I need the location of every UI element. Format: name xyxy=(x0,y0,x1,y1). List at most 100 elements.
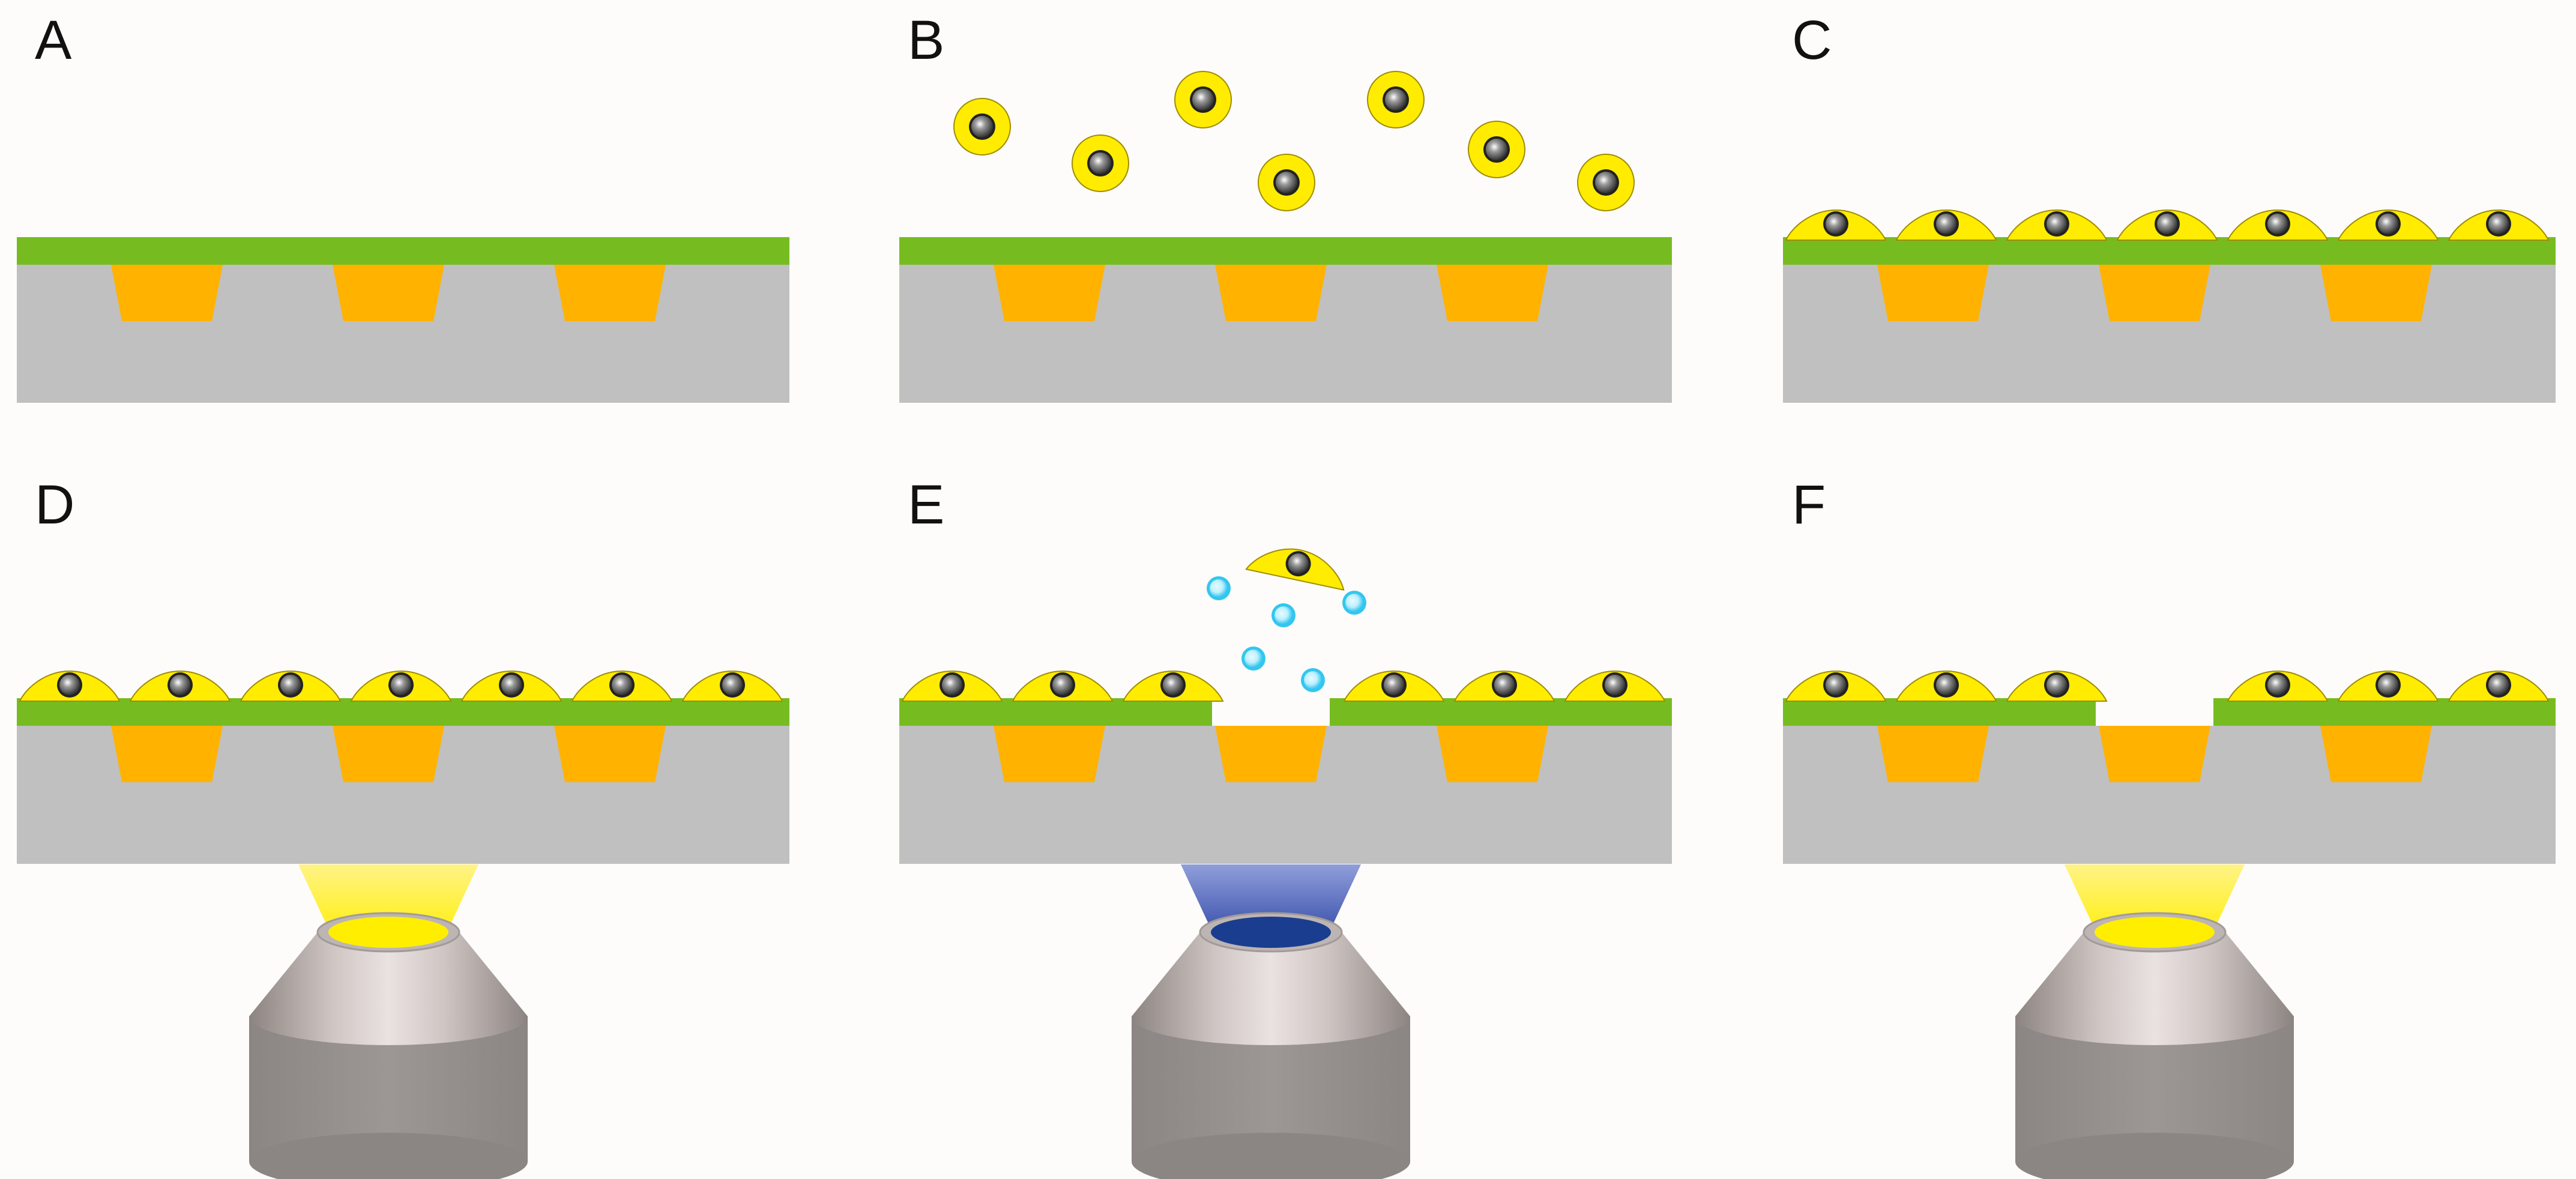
nucleus xyxy=(2378,675,2398,695)
bubble-core xyxy=(1244,650,1262,668)
panel-label-f: F xyxy=(1792,474,1826,535)
bubble-core xyxy=(1274,606,1293,624)
cell-icon xyxy=(1785,209,1887,241)
nucleus xyxy=(1090,152,1111,174)
nucleus xyxy=(1385,89,1407,110)
cell-icon xyxy=(1343,670,1445,702)
electrode xyxy=(1877,265,1989,321)
electrode xyxy=(1877,726,1989,782)
objective-cone xyxy=(1132,932,1410,1045)
cell-icon xyxy=(460,670,563,702)
objective-lens-icon xyxy=(1132,864,1410,1179)
nucleus xyxy=(1052,675,1073,695)
nucleus xyxy=(280,675,301,695)
coating-layer xyxy=(1330,698,1672,726)
objective-cone xyxy=(2015,932,2294,1045)
cell-icon xyxy=(681,670,783,702)
electrode xyxy=(2320,265,2432,321)
cell-icon xyxy=(1258,154,1315,211)
cell-icon xyxy=(1453,670,1555,702)
electrode xyxy=(1437,726,1548,782)
nucleus xyxy=(2047,214,2067,234)
cell-icon xyxy=(953,98,1011,155)
cell-icon xyxy=(1012,670,1114,702)
cell-icon xyxy=(2337,209,2439,241)
substrate-stack xyxy=(17,698,789,864)
scene xyxy=(17,71,2556,1179)
substrate-stack xyxy=(899,237,1672,403)
panel-label-a: A xyxy=(35,10,72,71)
nucleus xyxy=(2267,675,2288,695)
coating-layer xyxy=(2213,698,2556,726)
objective-lens-glow xyxy=(2095,917,2215,948)
nucleus xyxy=(59,675,80,695)
bubble-icon xyxy=(1342,591,1366,615)
cell-icon xyxy=(2227,209,2329,241)
bubble-icon xyxy=(1301,668,1325,692)
nucleus xyxy=(1936,675,1956,695)
electrode xyxy=(2099,726,2210,782)
nucleus xyxy=(170,675,190,695)
nucleus xyxy=(612,675,632,695)
substrate-stack xyxy=(899,698,1672,864)
coating-layer xyxy=(1783,237,2556,265)
panel-label-d: D xyxy=(35,474,74,535)
electrode xyxy=(333,726,444,782)
coating-layer xyxy=(899,698,1212,726)
nucleus xyxy=(1163,675,1183,695)
nucleus xyxy=(1595,172,1617,193)
nucleus xyxy=(1605,675,1625,695)
bubble-icon xyxy=(1207,576,1231,600)
electrode xyxy=(2320,726,2432,782)
nucleus xyxy=(1486,139,1507,160)
cell-icon xyxy=(1174,71,1232,128)
detaching-cell xyxy=(1245,548,1345,591)
nucleus xyxy=(971,116,993,137)
cell-icon xyxy=(1785,670,1887,702)
electrode xyxy=(2099,265,2210,321)
coating-layer xyxy=(1783,698,2096,726)
electrode xyxy=(333,265,444,321)
cell-icon xyxy=(2227,670,2329,702)
nucleus xyxy=(722,675,743,695)
nucleus xyxy=(391,675,411,695)
nucleus xyxy=(1826,214,1846,234)
bubble-icon xyxy=(1241,647,1265,671)
cell-icon xyxy=(1245,548,1345,591)
cell-layer xyxy=(901,670,1666,702)
nucleus xyxy=(2047,675,2067,695)
cell-icon xyxy=(1367,71,1425,128)
cell-icon xyxy=(2337,670,2439,702)
coating-layer xyxy=(899,237,1672,265)
cell-icon xyxy=(350,670,452,702)
electrode xyxy=(554,726,666,782)
panel-label-b: B xyxy=(908,10,944,71)
cell-icon xyxy=(129,670,231,702)
light-beam xyxy=(1181,864,1361,929)
substrate-stack xyxy=(1783,698,2556,864)
cell-icon xyxy=(2116,209,2218,241)
cell-icon xyxy=(1122,670,1224,702)
cell-icon xyxy=(1564,670,1666,702)
nucleus xyxy=(2488,214,2509,234)
objective-lens-icon xyxy=(249,864,528,1179)
substrate-stack xyxy=(1783,237,2556,403)
nucleus xyxy=(1192,89,1214,110)
cell-icon xyxy=(2006,209,2108,241)
objective-lens-glow xyxy=(328,917,448,948)
electrode xyxy=(111,265,223,321)
bubble-core xyxy=(1210,579,1228,597)
bubble-core xyxy=(1304,671,1322,689)
electrode xyxy=(1215,726,1327,782)
coating-layer xyxy=(17,237,789,265)
electrode xyxy=(994,265,1105,321)
electrode xyxy=(111,726,223,782)
light-beam xyxy=(2065,864,2245,929)
cell-icon xyxy=(1468,121,1525,178)
objective-lens-glow xyxy=(1211,917,1331,948)
cell-icon xyxy=(1895,209,1997,241)
cell-icon xyxy=(240,670,342,702)
substrate-stack xyxy=(17,237,789,403)
cell-icon xyxy=(901,670,1003,702)
